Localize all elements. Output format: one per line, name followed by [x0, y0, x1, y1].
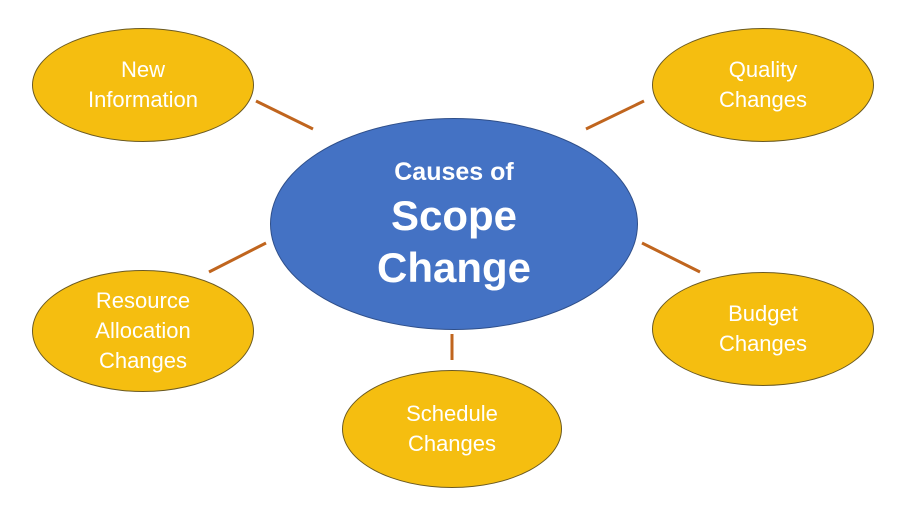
causes-of-scope-change-node: Causes of Scope Change: [270, 118, 638, 330]
budget-changes-node: Budget Changes: [652, 272, 874, 386]
new-information-label-line-1: New: [120, 57, 165, 82]
resource-allocation-changes-node: Resource Allocation Changes: [32, 270, 254, 392]
new-information-label-line-2: Information: [87, 87, 199, 112]
center-label-line-3: Change: [376, 244, 531, 291]
connector-budget-changes: [641, 241, 701, 274]
resource-allocation-label-line-1: Resource: [95, 288, 191, 313]
new-information-node: New Information: [32, 28, 254, 142]
schedule-changes-label-line-1: Schedule: [406, 401, 498, 426]
budget-changes-label-line-2: Changes: [718, 331, 808, 356]
connector-resource-allocation-changes: [208, 241, 267, 274]
connector-new-information: [255, 99, 314, 131]
resource-allocation-label-line-3: Changes: [98, 348, 188, 373]
schedule-changes-node: Schedule Changes: [342, 370, 562, 488]
connector-quality-changes: [585, 99, 645, 131]
schedule-changes-label-line-2: Changes: [407, 431, 497, 456]
resource-allocation-label-line-2: Allocation: [95, 318, 191, 343]
budget-changes-label-line-1: Budget: [728, 301, 798, 326]
center-label-line-1: Causes of: [394, 158, 514, 186]
quality-changes-node: Quality Changes: [652, 28, 874, 142]
center-label-line-2: Scope: [390, 192, 518, 239]
quality-changes-label-line-1: Quality: [728, 57, 798, 82]
quality-changes-label-line-2: Changes: [718, 87, 808, 112]
